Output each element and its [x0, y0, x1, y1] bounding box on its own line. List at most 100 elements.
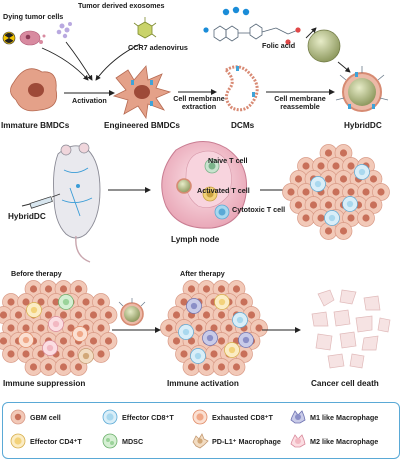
gbm-cell: [190, 319, 208, 337]
arrow-core-to-hybriddc: [337, 61, 351, 73]
gbm-cell: [0, 332, 13, 350]
exhausted-cd8-t-cell: [72, 326, 88, 342]
m1-macrophage-cell: [238, 332, 254, 348]
effector-cd8-t-cell: [354, 164, 370, 180]
gbm-cell: [297, 209, 315, 227]
arrow-tumor-to-activation: [41, 47, 89, 81]
gbm-cell: [297, 157, 315, 175]
gbm-cell: [99, 306, 118, 324]
label-hybriddc-mouse: HybridDC: [8, 212, 46, 221]
gbm-cell: [32, 319, 50, 337]
legend-item-gbm-cell: GBM cell: [9, 409, 61, 425]
label-engineered-bmdcs: Engineered BMDCs: [104, 121, 180, 130]
gbm-cell: [357, 183, 375, 201]
pdl1-macrophage-cell: [78, 348, 94, 364]
label-lymph-node: Lymph node: [171, 235, 220, 244]
gbm-cell: [2, 345, 20, 363]
effector-cd4-t-cell: [26, 302, 42, 318]
tumor-cluster-before-therapy: [0, 280, 118, 376]
naive-t-cell-icon: [204, 158, 220, 174]
gbm-cell: [24, 358, 43, 376]
label-immune-suppression: Immune suppression: [3, 379, 86, 388]
gbm-cell: [69, 280, 88, 298]
hybriddc-particle: [335, 66, 389, 112]
mouse-icon: [53, 142, 101, 263]
effector-cd8-t-icon: [102, 409, 118, 425]
m1-macrophage-cell: [186, 298, 202, 314]
activated-t-cell-icon: [202, 186, 218, 202]
exosome-dots-icon: [56, 22, 72, 39]
arrow-folic-to-core: [305, 27, 317, 39]
m1-macrophage-icon: [290, 410, 306, 424]
label-activated-t-cell: Activated T cell: [197, 186, 250, 195]
gbm-cell: [160, 319, 178, 337]
diagram-canvas: [0, 6, 391, 376]
gbm-cell: [327, 183, 345, 201]
gbm-cell: [297, 183, 315, 201]
gbm-cell: [212, 358, 231, 376]
gbm-cell: [92, 345, 110, 363]
label-activation: Activation: [72, 96, 107, 105]
arrow-exosome-to-activation: [65, 41, 93, 81]
gbm-cell: [62, 345, 80, 363]
effector-cd4-t-cell: [224, 342, 240, 358]
mdsc-cell: [58, 294, 74, 310]
gbm-cell: [227, 358, 246, 376]
gbm-cell: [304, 196, 323, 214]
label-dcms: DCMs: [231, 121, 255, 130]
gbm-cell: [372, 183, 390, 201]
gbm-cell: [319, 196, 338, 214]
label-immature-bmdcs: Immature BMDCs: [1, 121, 70, 130]
dead-cell-fragments: [311, 289, 391, 369]
label-naive-t-cell: Naive T cell: [208, 156, 248, 165]
mdsc-icon: [102, 433, 118, 449]
effector-cd8-t-cell: [178, 324, 194, 340]
adenovirus-icon: [133, 17, 157, 39]
gbm-cell: [39, 280, 58, 298]
folic-acid-molecule-icon: [203, 6, 301, 45]
hybriddc-small-icon: [118, 298, 146, 326]
arrow-virus-to-activation: [95, 43, 141, 81]
label-after-therapy: After therapy: [180, 269, 225, 278]
gbm-cell-icon: [10, 409, 26, 425]
effector-cd8-t-cell: [232, 312, 248, 328]
nanoparticle-core-icon: [307, 29, 341, 63]
radiation-icon: [2, 31, 16, 45]
label-ccr7-adenovirus: CCR7 adenovirus: [128, 43, 188, 52]
gbm-cell: [312, 209, 330, 227]
syringe-icon: [21, 193, 61, 209]
legend-item-effector-cd4: Effector CD4⁺T: [9, 433, 82, 449]
label-cancer-cell-death: Cancer cell death: [311, 379, 379, 388]
gbm-cell: [54, 358, 73, 376]
tumor-cluster-after-therapy: [160, 280, 268, 376]
gbm-cell: [357, 209, 375, 227]
dcms-membrane-icon: [223, 65, 259, 112]
legend-box: GBM cell Effector CD8⁺T Exhausted CD8⁺T …: [2, 402, 400, 459]
gbm-cell: [9, 306, 28, 324]
effector-cd4-t-cell: [214, 294, 230, 310]
gbm-cell: [54, 280, 73, 298]
effector-cd8-t-cell: [190, 348, 206, 364]
activated-dc-icon: [176, 178, 192, 194]
gbm-cell: [334, 222, 353, 240]
exhausted-cd8-t-cell: [18, 332, 34, 348]
label-cell-membrane-extraction: Cell membrane extraction: [173, 94, 225, 111]
gbm-cell: [2, 293, 20, 311]
label-hybriddc-top: HybridDC: [344, 121, 382, 130]
legend-item-pdl1-macrophage: PD-L1⁺ Macrophage: [191, 433, 281, 449]
m1-macrophage-cell: [202, 330, 218, 346]
label-before-therapy: Before therapy: [11, 269, 62, 278]
label-cell-membrane-reassemble: Cell membrane reassemble: [274, 94, 326, 111]
effector-cd4-t-icon: [10, 433, 26, 449]
legend-item-effector-cd8: Effector CD8⁺T: [101, 409, 174, 425]
gbm-cell: [364, 196, 383, 214]
pdl1-macrophage-icon: [192, 433, 209, 449]
exhausted-cd8-t-icon: [192, 409, 208, 425]
cytotoxic-t-cell-icon: [214, 204, 230, 220]
gbm-cell: [2, 319, 20, 337]
gbm-cell: [39, 358, 58, 376]
label-dying-tumor-cells: Dying tumor cells: [3, 12, 64, 21]
gbm-cell: [250, 319, 268, 337]
label-tumor-derived-exosomes: Tumor derived exosomes: [78, 1, 165, 10]
